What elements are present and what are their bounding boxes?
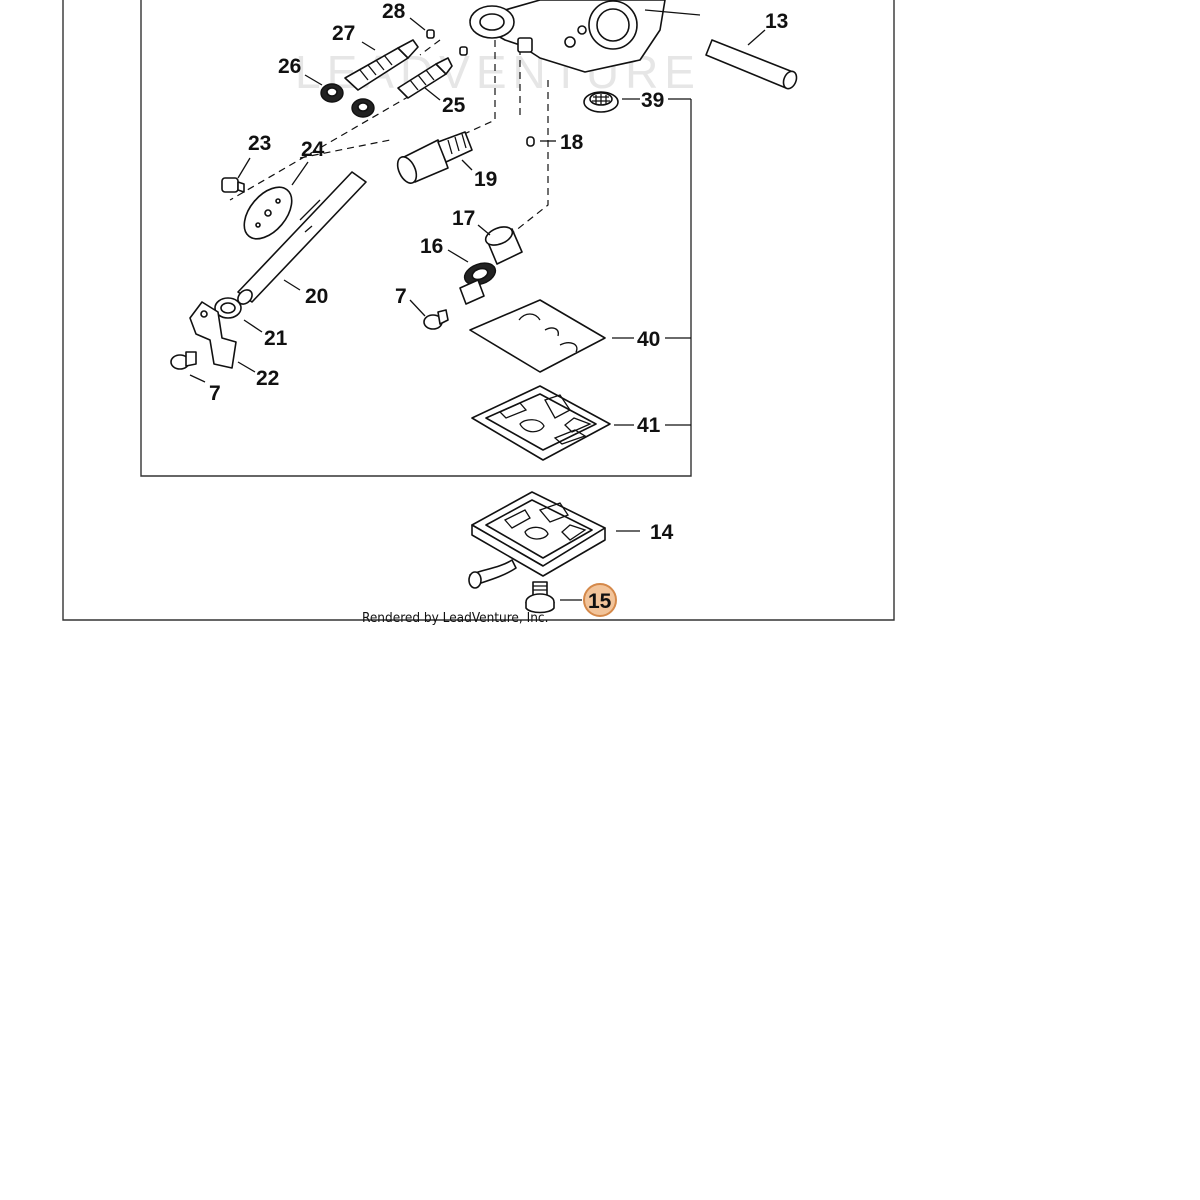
callout-39[interactable]: 39	[641, 89, 664, 112]
part-24-disc	[243, 186, 293, 240]
callout-labels: 28 27 26 25 13 39 23 24 18 19 17 16 20 7…	[209, 0, 788, 613]
callout-18[interactable]: 18	[560, 131, 584, 154]
part-25-needle	[397, 57, 453, 99]
part-21-bushing	[214, 297, 242, 319]
part-14-plate	[468, 491, 606, 589]
callout-21[interactable]: 21	[264, 327, 288, 350]
callout-25[interactable]: 25	[442, 94, 466, 117]
callout-7-left[interactable]: 7	[209, 382, 221, 405]
part-15-screw	[525, 581, 555, 614]
inner-frame	[140, 0, 692, 477]
callout-40[interactable]: 40	[637, 328, 660, 351]
credit-text: Rendered by LeadVenture, Inc.	[362, 610, 548, 626]
part-20-shaft	[237, 171, 367, 305]
part-7-screw-left	[170, 351, 197, 370]
carburetor-body	[469, 0, 701, 73]
callout-23[interactable]: 23	[248, 132, 271, 155]
part-27-needle	[344, 39, 419, 91]
part-16-valve	[459, 262, 497, 305]
callout-28[interactable]: 28	[382, 0, 406, 23]
callout-13[interactable]: 13	[765, 10, 788, 33]
callout-27[interactable]: 27	[332, 22, 355, 45]
part-23-screw	[221, 177, 245, 193]
part-17-filter	[484, 226, 523, 265]
callout-leaders	[189, 17, 766, 601]
callout-19[interactable]: 19	[474, 168, 497, 191]
callout-26[interactable]: 26	[278, 55, 301, 78]
part-13-rod	[705, 39, 798, 90]
part-18-pin	[526, 136, 535, 147]
part-28-balls	[426, 29, 468, 56]
outer-frame	[62, 0, 895, 621]
part-7-screw-middle	[423, 309, 449, 330]
part-22-lever	[189, 301, 237, 369]
callout-20[interactable]: 20	[305, 285, 328, 308]
callout-16[interactable]: 16	[420, 235, 443, 258]
highlight-circle-15	[583, 583, 617, 617]
callout-14[interactable]: 14	[650, 521, 674, 544]
part-39-screen	[583, 91, 619, 113]
part-19-needle	[396, 131, 473, 184]
callout-22[interactable]: 22	[256, 367, 279, 390]
part-26-knobs	[320, 83, 375, 118]
part-41-diaphragm	[471, 385, 611, 461]
callout-24[interactable]: 24	[301, 138, 325, 161]
callout-41[interactable]: 41	[637, 414, 661, 437]
part-40-gasket	[469, 299, 606, 373]
callout-15[interactable]: 15	[588, 590, 612, 613]
callout-7-middle[interactable]: 7	[395, 285, 407, 308]
callout-17[interactable]: 17	[452, 207, 475, 230]
